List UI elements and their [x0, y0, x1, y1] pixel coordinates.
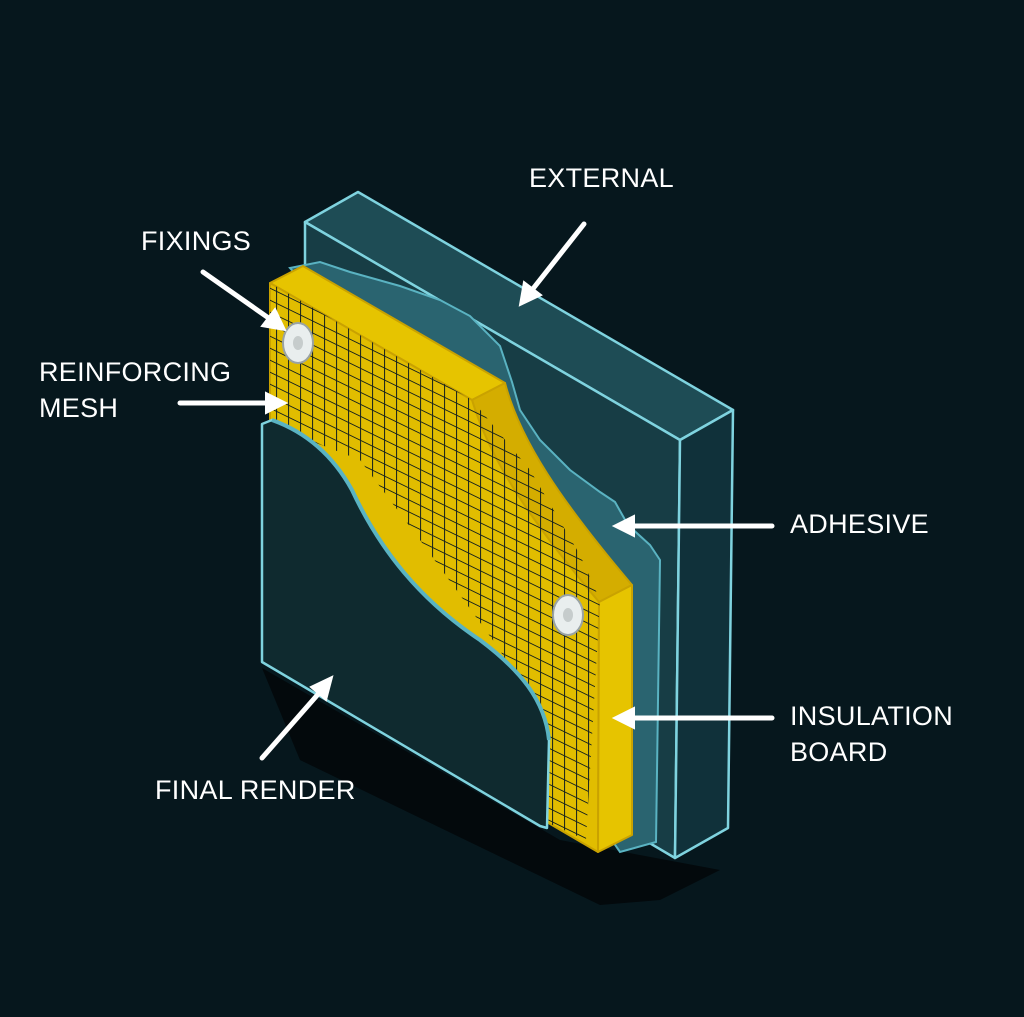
arrow-final-render: [259, 675, 334, 761]
label-fixings-text: FIXINGS: [141, 226, 252, 256]
label-adhesive: ADHESIVE: [790, 506, 929, 542]
fixing-top: [282, 322, 314, 364]
label-final-render: FINAL RENDER: [155, 772, 356, 808]
label-fixings: FIXINGS: [141, 223, 251, 259]
label-external-text: EXTERNAL: [529, 163, 674, 193]
ground-shadow: [262, 668, 760, 905]
external-wall-side: [673, 408, 735, 860]
fixing-bottom: [552, 594, 584, 636]
label-final-render-text: FINAL RENDER: [155, 775, 356, 805]
arrow-adhesive: [611, 514, 775, 538]
label-insulation-board: INSULATION BOARD: [790, 698, 953, 770]
label-adhesive-text: ADHESIVE: [790, 509, 929, 539]
label-reinforcing-mesh-line2: MESH: [39, 393, 119, 423]
label-external: EXTERNAL: [529, 160, 674, 196]
arrow-external: [518, 221, 587, 307]
arrow-insulation-board: [611, 706, 775, 730]
final-render-edge: [271, 418, 551, 741]
label-insulation-board-line1: INSULATION: [790, 701, 954, 731]
label-reinforcing-mesh-line1: REINFORCING: [39, 357, 232, 387]
arrow-reinforcing-mesh: [177, 391, 289, 415]
label-insulation-board-line2: BOARD: [790, 737, 888, 767]
label-reinforcing-mesh: REINFORCING MESH: [39, 354, 231, 426]
arrow-fixings: [200, 269, 287, 332]
